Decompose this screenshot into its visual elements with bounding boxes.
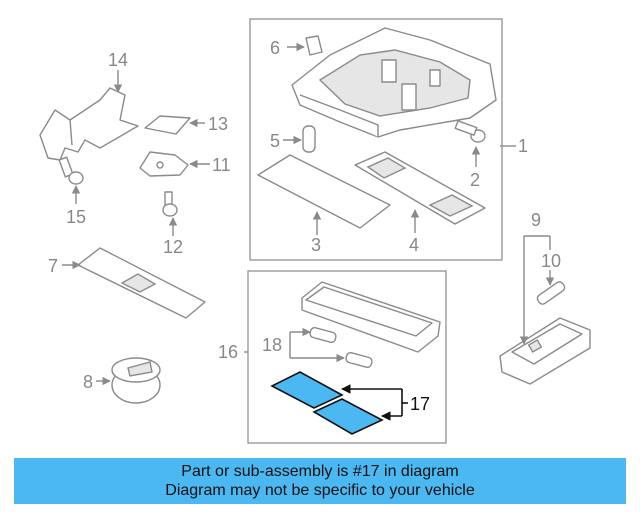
part-18-bulb-a[interactable] — [309, 327, 337, 343]
part-18-bulb-b[interactable] — [345, 352, 373, 368]
callout-16: 16 — [218, 342, 238, 362]
banner-line-2: Diagram may not be specific to your vehi… — [165, 482, 475, 499]
part-11-bracket[interactable] — [139, 151, 189, 177]
part-7-strip[interactable] — [77, 247, 206, 319]
callout-11: 11 — [212, 155, 231, 175]
part-1-console-housing[interactable] — [291, 27, 497, 138]
part-9-map-lamp[interactable] — [499, 317, 591, 385]
part-14-bracket[interactable] — [39, 87, 139, 161]
callout-9: 9 — [531, 210, 541, 230]
callout-14: 14 — [108, 50, 128, 70]
assembly-box-1 — [249, 18, 503, 261]
callout-17: 17 — [410, 394, 430, 414]
part-8-sensor[interactable] — [111, 357, 161, 404]
callout-3: 3 — [311, 235, 321, 255]
info-banner: Part or sub-assembly is #17 in diagram D… — [14, 458, 626, 504]
callout-6: 6 — [270, 38, 280, 58]
part-17-lens-pad-b[interactable] — [312, 398, 384, 435]
part-5-bulb[interactable] — [302, 125, 316, 153]
callout-8: 8 — [83, 372, 93, 392]
callout-7: 7 — [48, 256, 58, 276]
banner-line-1: Part or sub-assembly is #17 in diagram — [181, 463, 459, 480]
part-10-bulb[interactable] — [536, 280, 566, 305]
callout-1: 1 — [518, 136, 528, 156]
part-12-screw[interactable] — [162, 191, 178, 217]
part-2-screw[interactable] — [454, 120, 486, 143]
part-4-cover[interactable] — [354, 151, 486, 225]
callout-18: 18 — [262, 335, 282, 355]
callout-12: 12 — [163, 237, 183, 257]
assembly-box-16 — [247, 270, 447, 444]
callout-5: 5 — [270, 131, 280, 151]
part-6-clip[interactable] — [305, 35, 323, 56]
callout-13: 13 — [208, 114, 228, 134]
callout-15: 15 — [66, 207, 86, 227]
callout-2: 2 — [470, 170, 480, 190]
part-17-lens-pad-a[interactable] — [270, 371, 344, 409]
parts-diagram: 1 2 3 4 5 6 14 13 — [39, 18, 591, 444]
callout-10: 10 — [541, 251, 561, 271]
part-13-pad[interactable] — [144, 115, 191, 135]
callout-4: 4 — [409, 235, 419, 255]
part-16-lamp-housing[interactable] — [301, 281, 441, 353]
part-3-pad[interactable] — [257, 154, 391, 229]
part-15-screw[interactable] — [58, 156, 84, 185]
